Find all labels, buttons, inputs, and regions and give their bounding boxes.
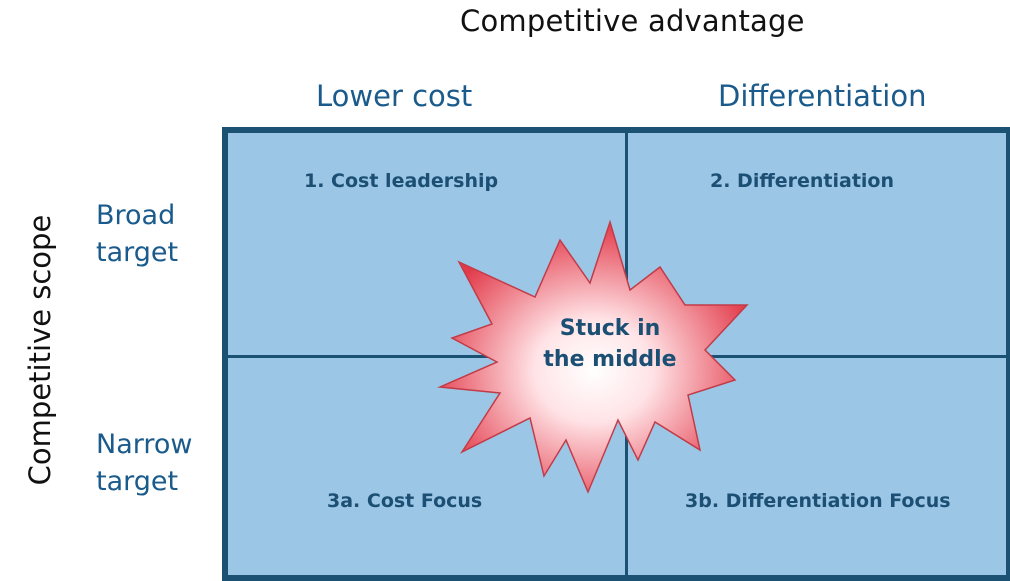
diagram-title: Competitive advantage (460, 4, 805, 38)
starburst-line1: Stuck in (559, 316, 661, 341)
strategy-grid (222, 127, 1010, 581)
row-label-broad-line1: Broad (96, 200, 176, 231)
row-label-broad-line2: target (96, 237, 179, 268)
row-label-narrow-target: Narrow target (96, 426, 192, 500)
quadrant-cost-leadership: 1. Cost leadership (304, 170, 499, 192)
row-label-broad-target: Broad target (96, 197, 178, 271)
starburst-polygon (437, 219, 749, 494)
column-label-lower-cost: Lower cost (316, 79, 473, 113)
quadrant-cost-focus: 3a. Cost Focus (327, 490, 483, 512)
starburst-line2: the middle (543, 347, 677, 372)
row-label-narrow-line2: target (96, 466, 179, 497)
column-label-differentiation: Differentiation (718, 79, 927, 113)
quadrant-differentiation-focus: 3b. Differentiation Focus (685, 490, 951, 512)
starburst-label: Stuck in the middle (500, 313, 720, 375)
quadrant-differentiation: 2. Differentiation (710, 170, 894, 192)
row-label-narrow-line1: Narrow (96, 429, 193, 460)
